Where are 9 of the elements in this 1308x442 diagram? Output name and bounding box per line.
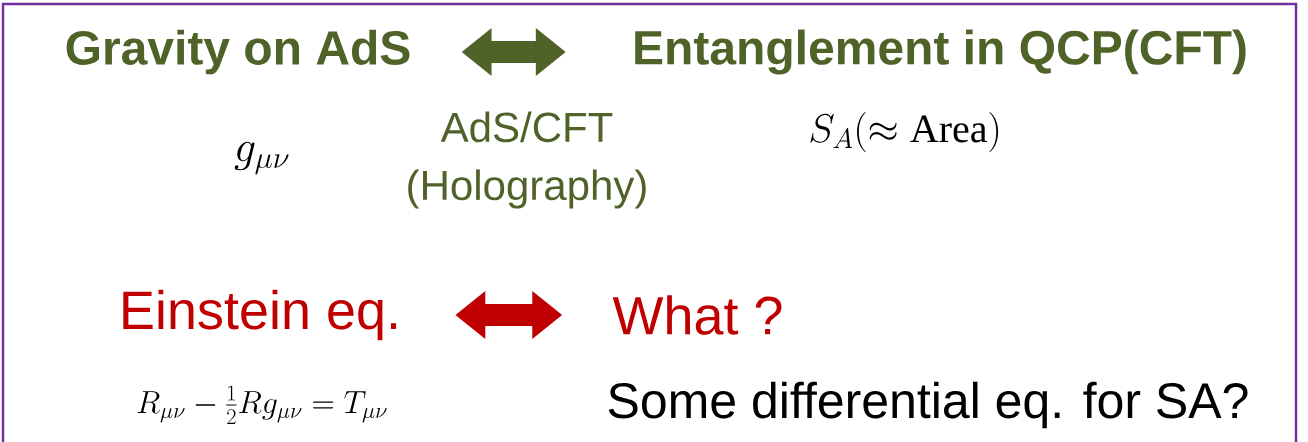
- heading-text: Einstein eq.: [123, 289, 397, 341]
- edge-label: AdS/CFT (Holography): [408, 111, 646, 209]
- equation: $g_{\mu\nu}$: [234, 141, 289, 175]
- heading-text: What ?: [612, 295, 782, 335]
- heading-text: Gravity on AdS: [66, 29, 410, 75]
- heading-text: Entanglement in QCP(CFT): [635, 29, 1246, 75]
- equation: $R_{\mu\nu}-\frac{1}{2}Rg_{\mu\nu}=T_{\mu\nu}$: [137, 385, 387, 425]
- note-text: Some differential eq. for SA?: [608, 381, 1248, 429]
- equation: $S_{A}(\approx \mathrm{Area})$: [810, 112, 999, 152]
